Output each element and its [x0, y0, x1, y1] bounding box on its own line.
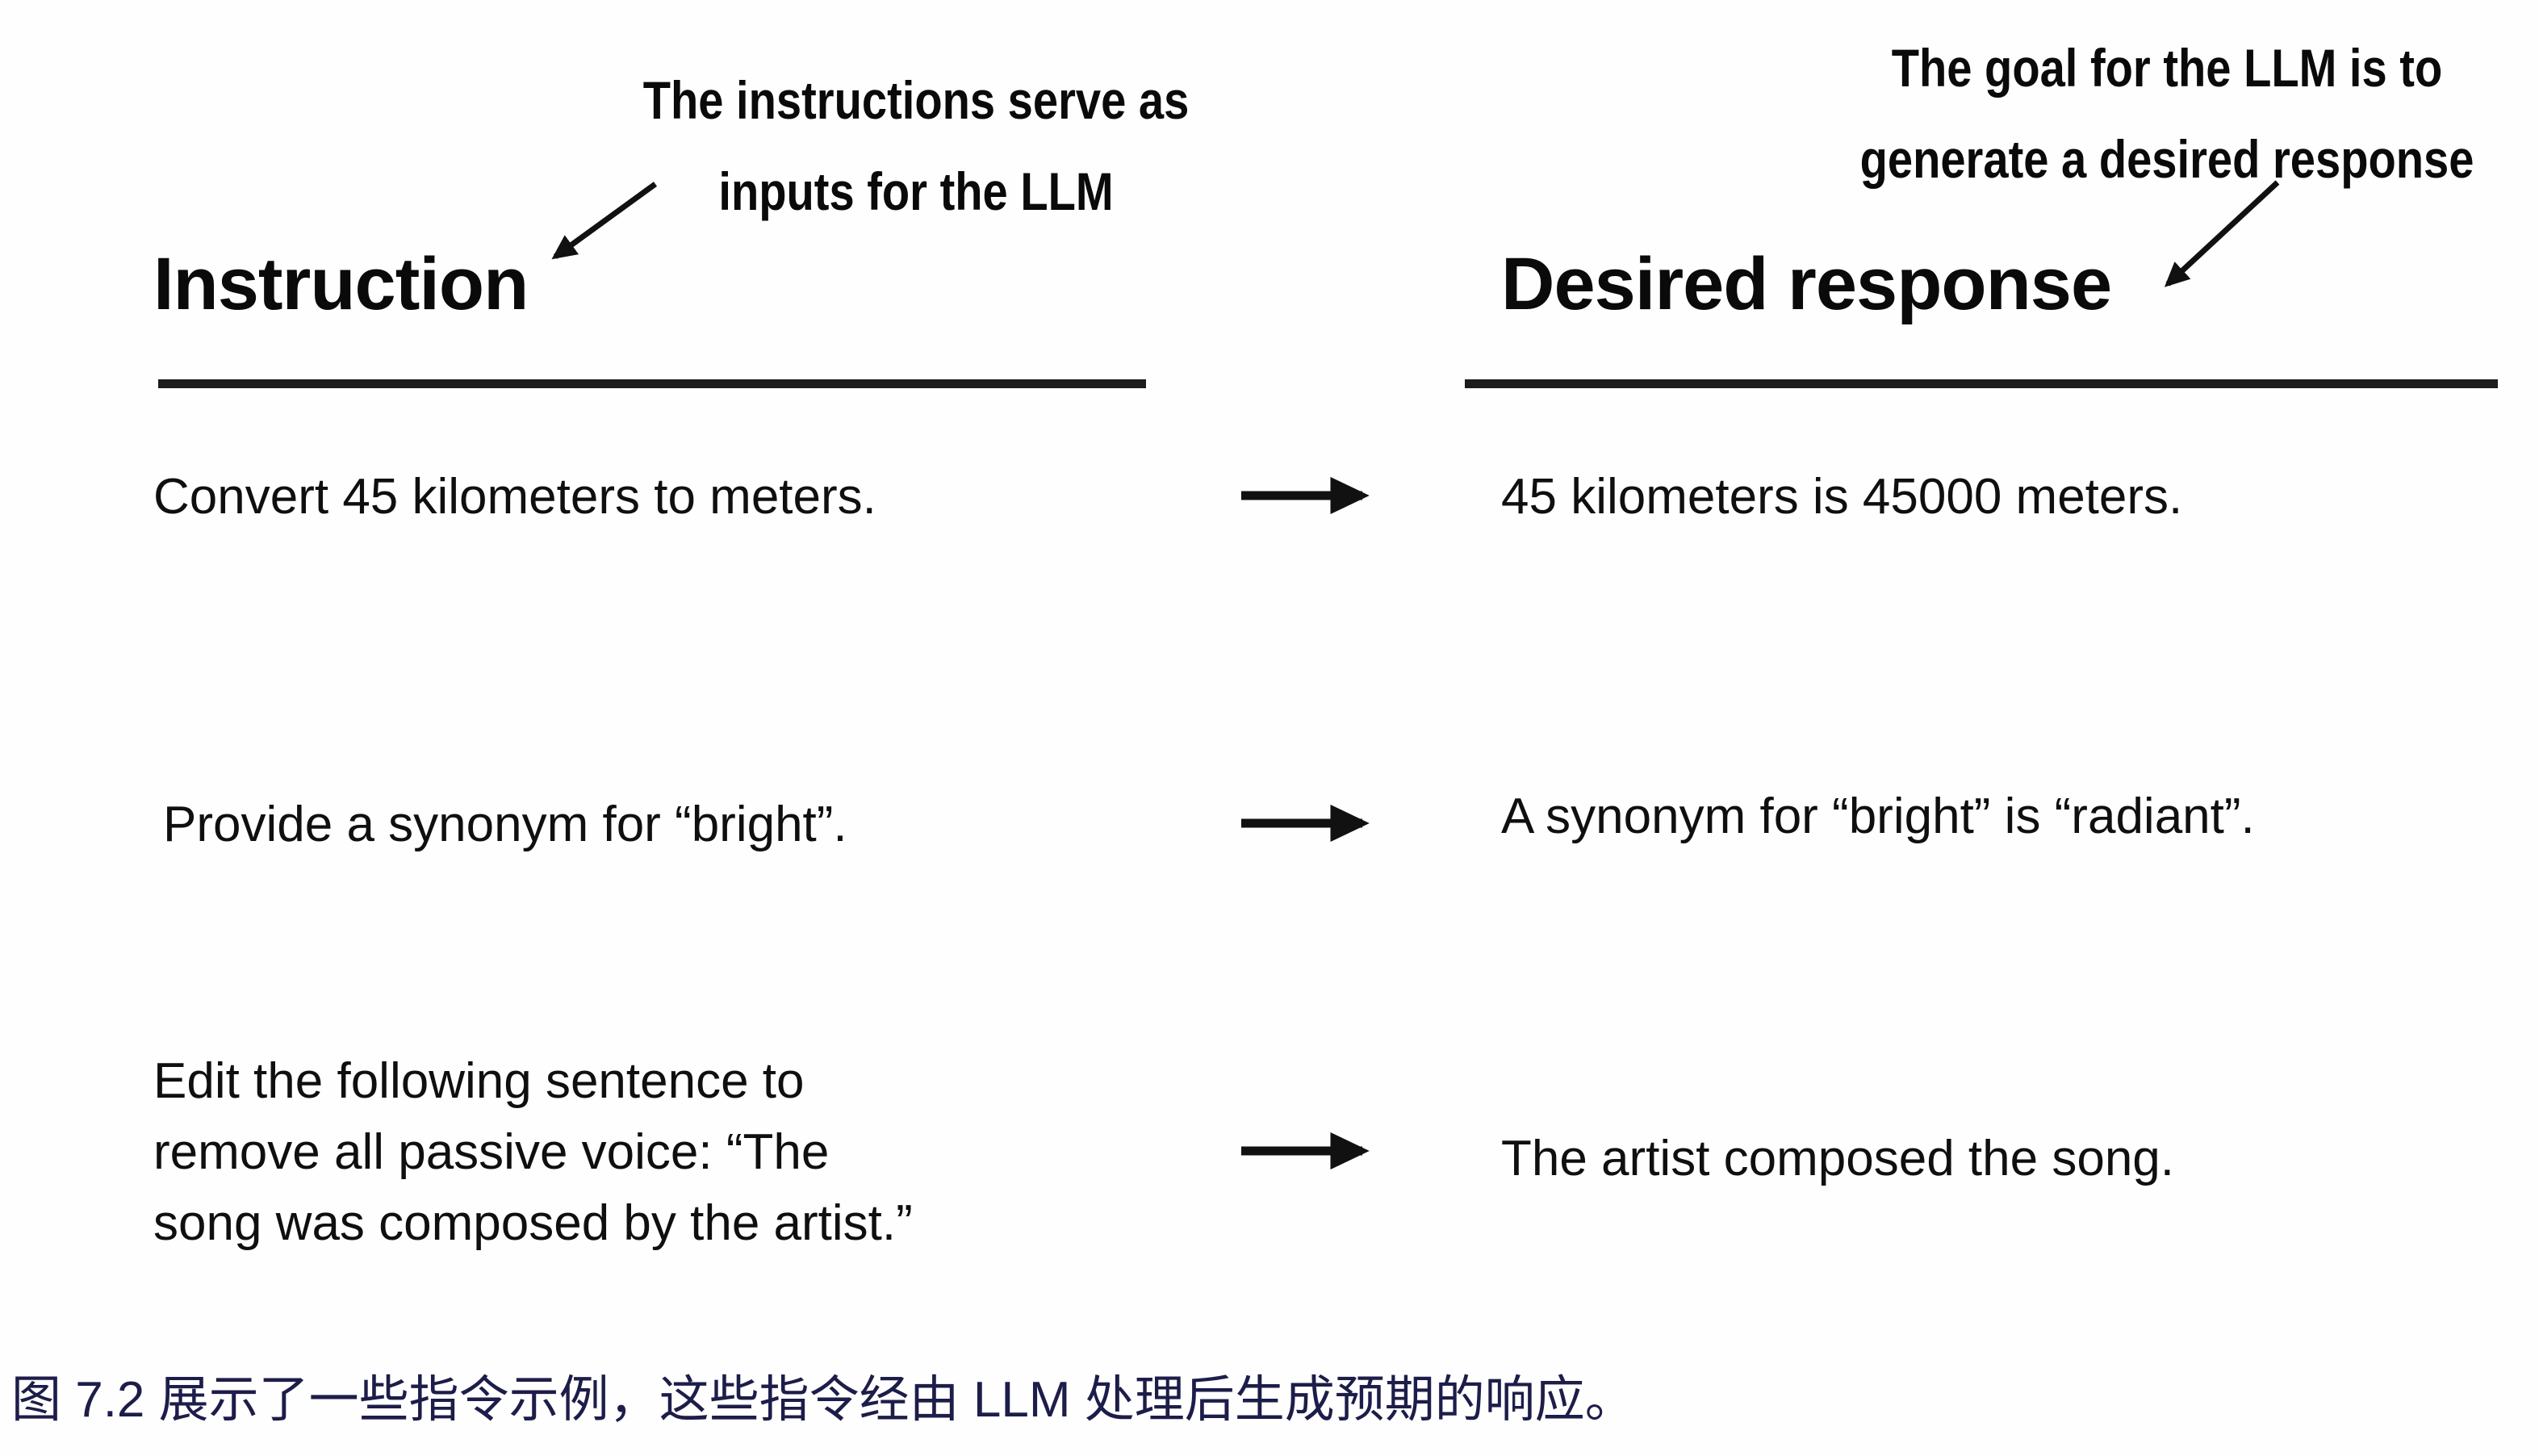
right-annotation-note: The goal for the LLM is to generate a de…	[1851, 23, 2483, 205]
response-row-2: A synonym for “bright” is “radiant”.	[1501, 781, 2255, 852]
right-annotation-line1: The goal for the LLM is to	[1891, 38, 2443, 98]
instruction-row-3-line1: Edit the following sentence to	[153, 1053, 805, 1109]
instruction-row-1: Convert 45 kilometers to meters.	[153, 462, 876, 533]
left-annotation-note: The instructions serve as inputs for the…	[621, 55, 1211, 237]
instruction-row-3: Edit the following sentence to remove al…	[153, 1046, 913, 1259]
response-row-3-text: The artist composed the song.	[1501, 1131, 2175, 1186]
instruction-row-1-text: Convert 45 kilometers to meters.	[153, 469, 876, 525]
response-row-1-text: 45 kilometers is 45000 meters.	[1501, 469, 2183, 525]
instruction-row-3-line3: song was composed by the artist.”	[153, 1195, 913, 1251]
desired-response-column-divider	[1465, 379, 2498, 388]
instruction-row-3-line2: remove all passive voice: “The	[153, 1124, 830, 1180]
desired-response-column-header: Desired response	[1501, 243, 2112, 325]
response-row-3: The artist composed the song.	[1501, 1123, 2174, 1195]
right-annotation-line2: generate a desired response	[1859, 129, 2474, 189]
figure-caption: 图 7.2 展示了一些指令示例，这些指令经由 LLM 处理后生成预期的响应。	[11, 1372, 1635, 1428]
instruction-row-2: Provide a synonym for “bright”.	[163, 789, 847, 860]
instruction-column-header: Instruction	[153, 243, 529, 325]
instruction-column-divider	[158, 379, 1146, 388]
instruction-row-2-text: Provide a synonym for “bright”.	[163, 797, 847, 852]
response-row-1: 45 kilometers is 45000 meters.	[1501, 462, 2182, 533]
left-annotation-line1: The instructions serve as	[642, 70, 1190, 130]
response-row-2-text: A synonym for “bright” is “radiant”.	[1501, 789, 2255, 844]
left-annotation-line2: inputs for the LLM	[718, 161, 1114, 221]
